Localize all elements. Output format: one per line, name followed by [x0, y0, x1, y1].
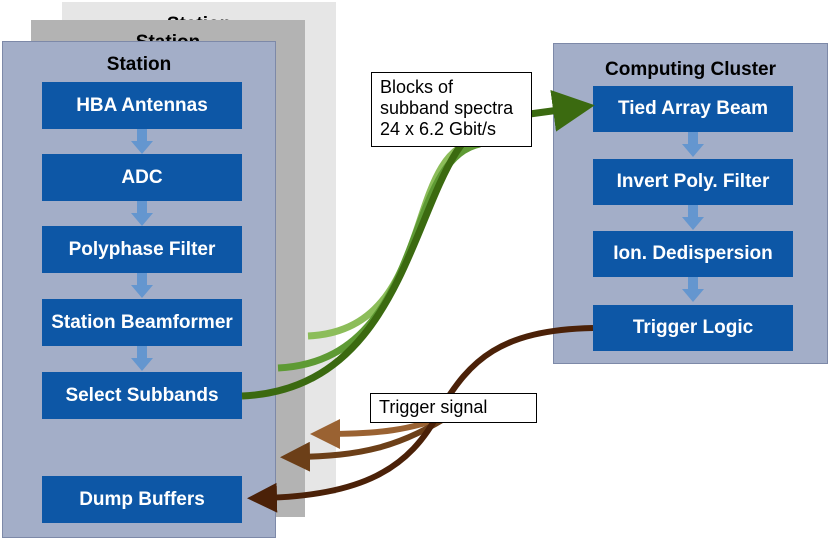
- adc-block: ADC: [42, 154, 242, 201]
- arrow-down-icon: [682, 205, 704, 230]
- trigger-curve-back-1: [280, 409, 457, 472]
- ion-dedispersion-block: Ion. Dedispersion: [593, 231, 793, 277]
- data-flow-curve-back-2: [307, 136, 481, 340]
- tied-array-beam-block: Tied Array Beam: [593, 86, 793, 132]
- hba-antennas-block: HBA Antennas: [42, 82, 242, 129]
- data-callout-line-3: 24 x 6.2 Gbit/s: [380, 119, 497, 139]
- data-flow-curve-main: [241, 90, 595, 400]
- polyphase-filter-block: Polyphase Filter: [42, 226, 242, 273]
- dump-buffers-block: Dump Buffers: [42, 476, 242, 523]
- arrow-down-icon: [131, 129, 153, 154]
- trigger-callout-text: Trigger signal: [379, 397, 488, 417]
- arrow-down-icon: [131, 273, 153, 298]
- select-subbands-block: Select Subbands: [42, 372, 242, 419]
- arrow-down-icon: [682, 277, 704, 302]
- station-beamformer-block: Station Beamformer: [42, 299, 242, 346]
- trigger-signal-callout: Trigger signal: [370, 393, 537, 423]
- data-rate-callout: Blocks of subband spectra 24 x 6.2 Gbit/…: [371, 72, 532, 147]
- arrow-down-icon: [131, 201, 153, 226]
- station-title: Station: [106, 54, 172, 75]
- invert-poly-filter-block: Invert Poly. Filter: [593, 159, 793, 205]
- data-callout-line-2: subband spectra: [380, 98, 514, 118]
- cluster-title: Computing Cluster: [605, 59, 776, 80]
- trigger-logic-block: Trigger Logic: [593, 305, 793, 351]
- data-callout-line-1: Blocks of: [380, 77, 454, 97]
- arrow-down-icon: [682, 132, 704, 157]
- arrow-down-icon: [131, 346, 153, 371]
